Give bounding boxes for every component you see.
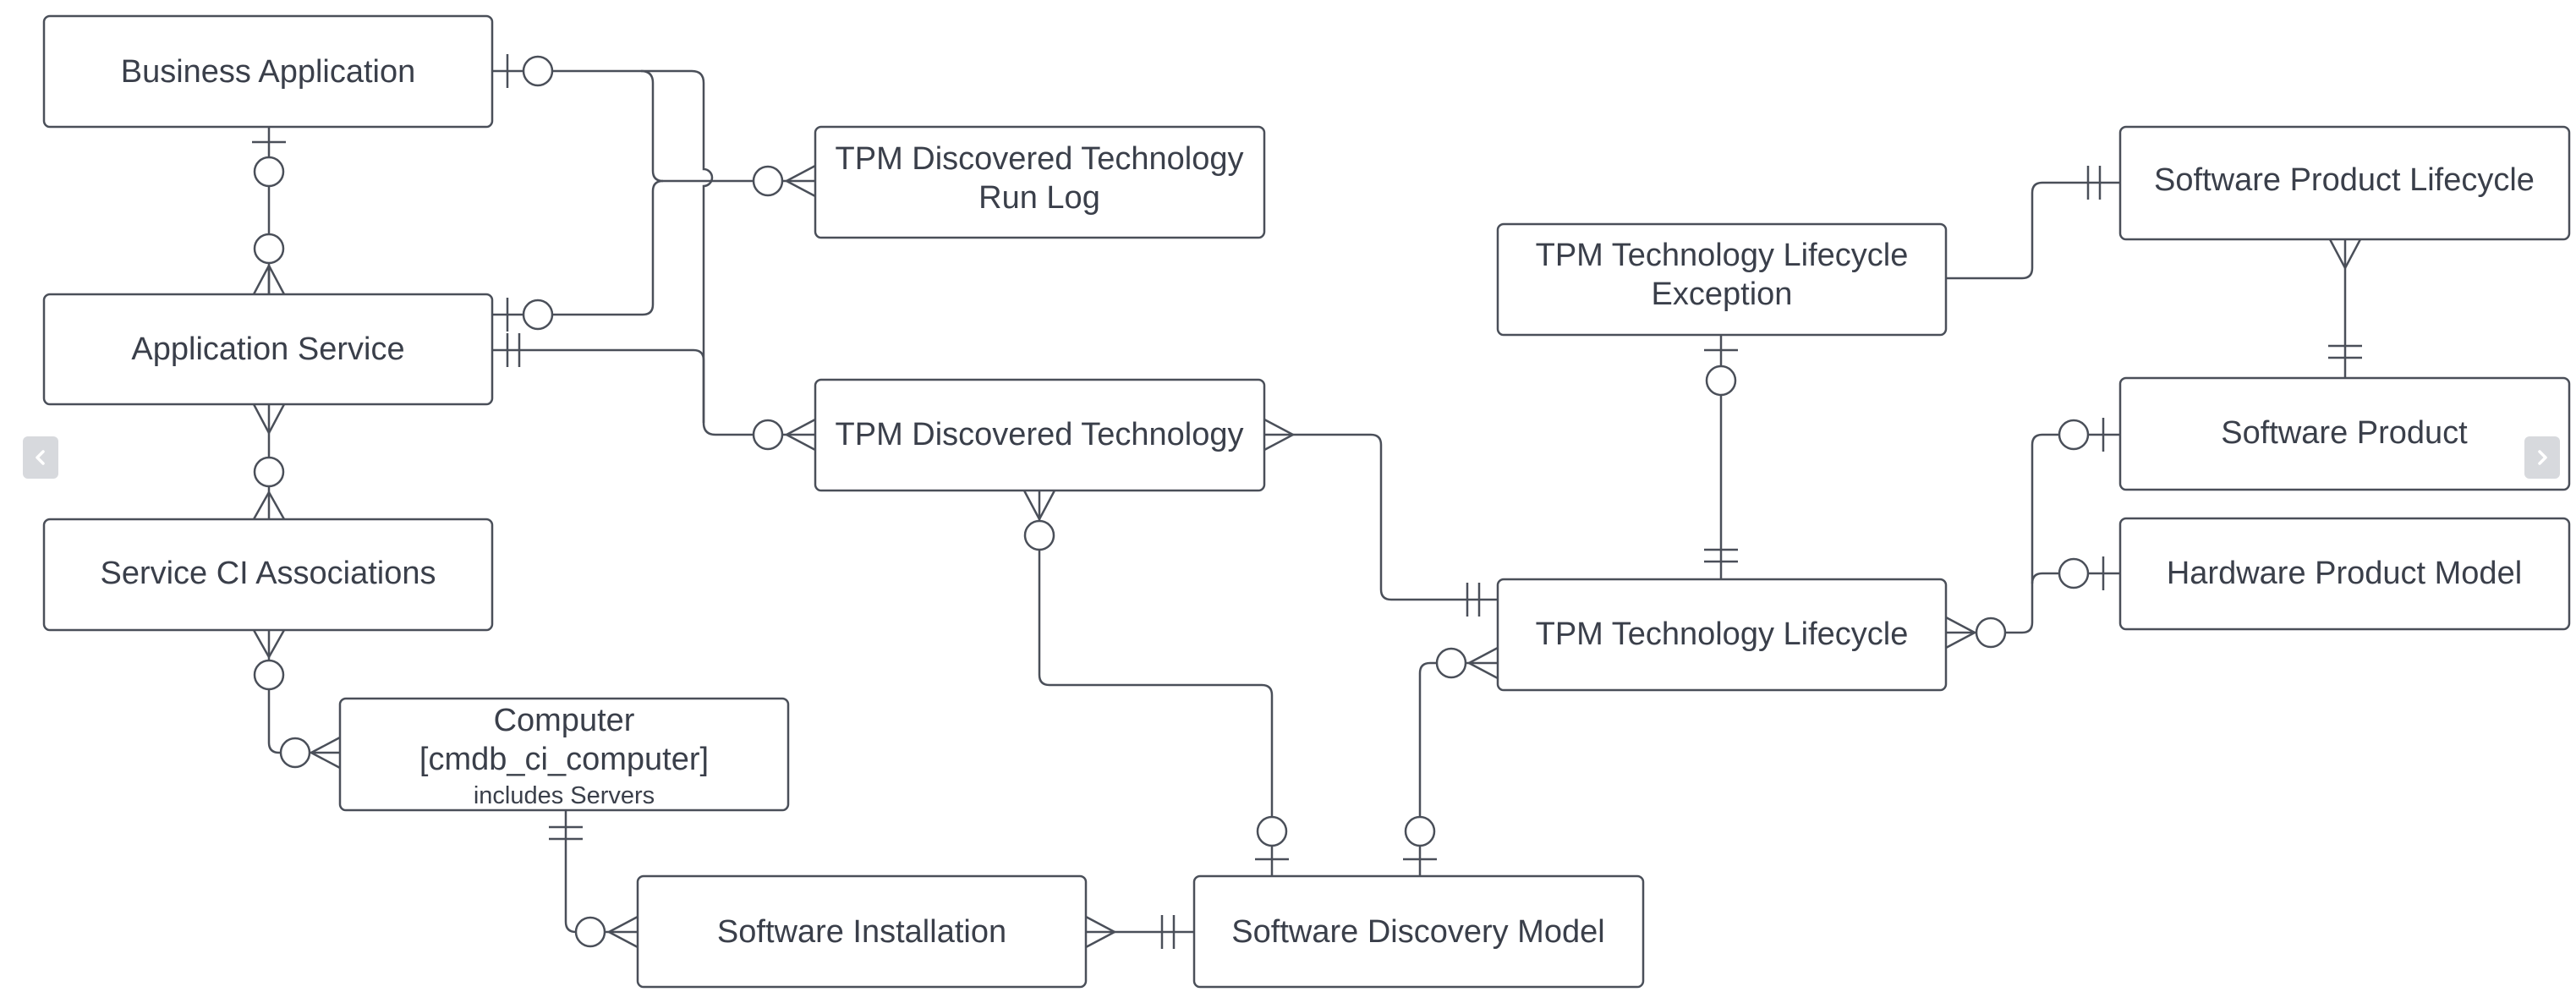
entity-tpm-discovered-technology-run-log[interactable]: TPM Discovered Technology Run Log bbox=[814, 125, 1266, 239]
rel-computer-softinstall bbox=[564, 810, 638, 934]
entity-tpm-discovered-technology[interactable]: TPM Discovered Technology bbox=[814, 378, 1266, 492]
chevron-right-icon bbox=[2538, 450, 2547, 465]
entity-label: Software Product Lifecycle bbox=[2154, 162, 2535, 198]
rel-sdm-tpmtl bbox=[1418, 661, 1498, 876]
relationship-lines bbox=[267, 69, 2347, 934]
chevron-left-icon bbox=[36, 450, 45, 465]
entity-note: includes Servers bbox=[474, 782, 655, 809]
entity-label: TPM Technology Lifecycle bbox=[1536, 617, 1909, 652]
entity-label: TPM Discovered Technology bbox=[836, 417, 1244, 452]
entity-computer[interactable]: Computer [cmdb_ci_computer] includes Ser… bbox=[338, 697, 790, 812]
entity-label-line2: Run Log bbox=[978, 180, 1100, 216]
entity-label: Service CI Associations bbox=[100, 556, 436, 591]
next-button[interactable] bbox=[2524, 436, 2560, 479]
entity-application-service[interactable]: Application Service bbox=[42, 293, 494, 406]
entity-tpm-technology-lifecycle-exception[interactable]: TPM Technology Lifecycle Exception bbox=[1496, 222, 1948, 337]
entity-business-application[interactable]: Business Application bbox=[42, 14, 494, 129]
cardinality-markers bbox=[252, 54, 2362, 949]
rel-tpmtl-hwmodel bbox=[2031, 572, 2120, 584]
entity-label-line2: Exception bbox=[1652, 277, 1793, 312]
rel-tpmdt-sdm bbox=[1038, 491, 1274, 876]
entity-label: Application Service bbox=[131, 332, 404, 367]
rel-appservice-runlog bbox=[492, 179, 664, 316]
prev-button[interactable] bbox=[23, 436, 58, 479]
entity-software-product[interactable]: Software Product bbox=[2118, 376, 2571, 491]
rel-exception-splc bbox=[1946, 181, 2120, 280]
entity-software-product-lifecycle[interactable]: Software Product Lifecycle bbox=[2118, 125, 2571, 241]
rel-appservice-tpmdt bbox=[492, 348, 705, 423]
entity-label: Software Discovery Model bbox=[1231, 914, 1604, 950]
entity-tpm-technology-lifecycle[interactable]: TPM Technology Lifecycle bbox=[1496, 578, 1948, 692]
rel-serviceci-computer bbox=[267, 630, 340, 754]
rel-tpmdt-tpmtl bbox=[1264, 433, 1498, 601]
entity-label: Hardware Product Model bbox=[2167, 556, 2522, 591]
entity-label: Software Installation bbox=[717, 914, 1006, 950]
entity-software-installation[interactable]: Software Installation bbox=[636, 874, 1088, 989]
rel-bizapp-runlog bbox=[492, 69, 815, 183]
entity-hardware-product-model[interactable]: Hardware Product Model bbox=[2118, 517, 2571, 631]
entity-label: Business Application bbox=[121, 54, 416, 90]
entity-label: Software Product bbox=[2221, 415, 2468, 451]
entity-label-line1: TPM Discovered Technology bbox=[836, 141, 1244, 177]
rel-bizapp-tpmdt bbox=[641, 69, 815, 436]
entity-label-line1: Computer bbox=[494, 703, 635, 738]
entity-software-discovery-model[interactable]: Software Discovery Model bbox=[1192, 874, 1645, 989]
rel-tpmtl-softproduct bbox=[1946, 433, 2120, 634]
entity-label-line1: TPM Technology Lifecycle bbox=[1536, 238, 1909, 273]
entity-service-ci-associations[interactable]: Service CI Associations bbox=[42, 518, 494, 632]
entity-label-line2: [cmdb_ci_computer] bbox=[419, 742, 709, 777]
